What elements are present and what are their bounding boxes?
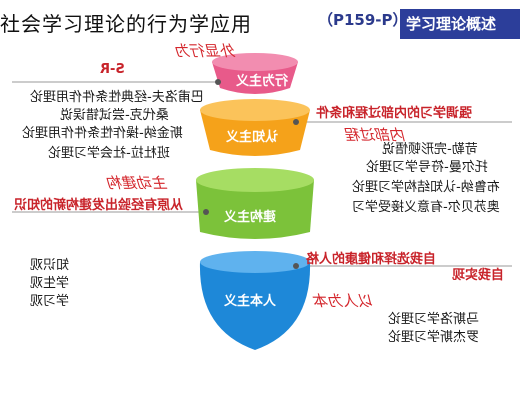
page-title: 社会学习理论的行为学应用 bbox=[0, 12, 252, 36]
section-banner: 学习理论概述 bbox=[400, 9, 520, 39]
layer-label-cognitivism: 认知主义 bbox=[226, 130, 279, 145]
theory-item: 托尔曼-符号学习理论 bbox=[366, 160, 488, 175]
note-constructivism: 从原有经验出发建构新的知识 bbox=[14, 198, 184, 213]
page-ref: （P159-P） bbox=[318, 11, 408, 29]
theory-item: 奥苏贝尔-有意义接受学习 bbox=[352, 200, 500, 215]
hand-note-constructivism: 主动建构 bbox=[108, 174, 169, 192]
hand-note-humanism: 以人为本 bbox=[314, 292, 375, 310]
note-behaviorism: S-R bbox=[100, 62, 125, 77]
layer-humanism bbox=[199, 256, 311, 350]
theory-item: 罗杰斯学习理论 bbox=[388, 330, 480, 345]
theory-item: 巴甫洛夫-经典性条件作用理论 bbox=[30, 90, 204, 105]
theory-item: 自我实现 bbox=[452, 268, 505, 283]
theory-item: 马斯洛学习理论 bbox=[388, 312, 480, 327]
theory-item: 斯金纳-操作性条件作用理论 bbox=[22, 126, 183, 141]
theory-item: 知识观 bbox=[30, 258, 70, 273]
theory-item: 班杜拉-社会学习理论 bbox=[48, 146, 170, 161]
hand-note-behaviorism: 外显行为 bbox=[176, 42, 237, 60]
note-cognitivism: 强调学习的内部过程和条件 bbox=[316, 106, 473, 121]
layer-label-behaviorism: 行为主义 bbox=[236, 74, 289, 89]
theory-item: 桑代克-尝试错误说 bbox=[60, 108, 169, 123]
theory-item: 学习观 bbox=[30, 294, 70, 309]
note-humanism: 自我选择和健康的人格 bbox=[306, 252, 437, 267]
theory-item: 布鲁纳-认知结构学习理论 bbox=[352, 180, 500, 195]
layer-label-humanism: 人本主义 bbox=[224, 294, 277, 309]
theory-item: 苛勒-完形顿悟说 bbox=[382, 142, 478, 157]
layer-label-constructivism: 建构主义 bbox=[224, 210, 277, 225]
theory-item: 学生观 bbox=[30, 276, 70, 291]
